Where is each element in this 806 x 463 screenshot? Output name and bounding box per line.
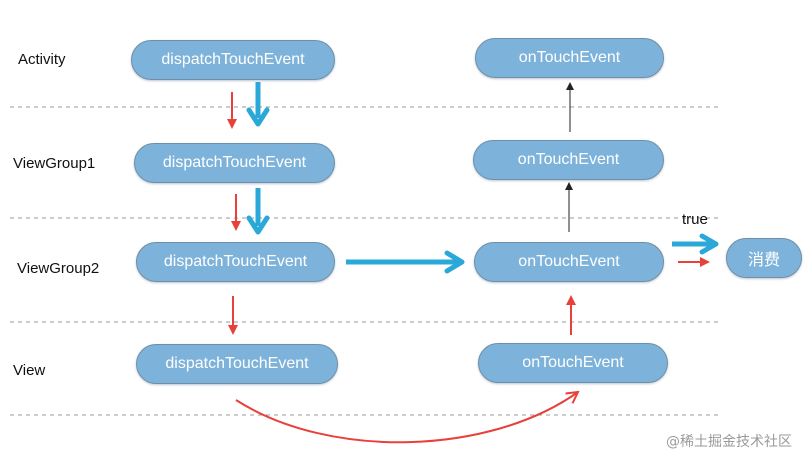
node-viewgroup1-dispatch: dispatchTouchEvent xyxy=(134,143,335,183)
node-activity-ontouch: onTouchEvent xyxy=(475,38,664,78)
blue-right-arrow-to-ontouchevent xyxy=(346,250,465,274)
red-curved-arrow-view-dispatch-to-ontouch xyxy=(235,392,578,444)
row-label-viewgroup2: ViewGroup2 xyxy=(17,260,100,277)
watermark: @稀土掘金技术社区 xyxy=(666,434,792,450)
true-label: true xyxy=(682,211,708,228)
blue-down-arrow-viewgroup1 xyxy=(246,188,270,235)
node-view-ontouch: onTouchEvent xyxy=(478,343,668,383)
row-label-view: View xyxy=(13,362,46,379)
node-viewgroup2-ontouch: onTouchEvent xyxy=(474,242,664,282)
row-label-viewgroup1: ViewGroup1 xyxy=(13,155,96,172)
row-label-activity: Activity xyxy=(18,51,66,68)
node-viewgroup1-ontouch: onTouchEvent xyxy=(473,140,664,180)
blue-down-arrow-activity xyxy=(246,82,270,127)
node-view-dispatch: dispatchTouchEvent xyxy=(136,344,338,384)
blue-right-arrow-to-consume xyxy=(672,233,719,255)
node-viewgroup2-dispatch: dispatchTouchEvent xyxy=(136,242,335,282)
node-consume: 消费 xyxy=(726,238,802,278)
node-activity-dispatch: dispatchTouchEvent xyxy=(131,40,335,80)
